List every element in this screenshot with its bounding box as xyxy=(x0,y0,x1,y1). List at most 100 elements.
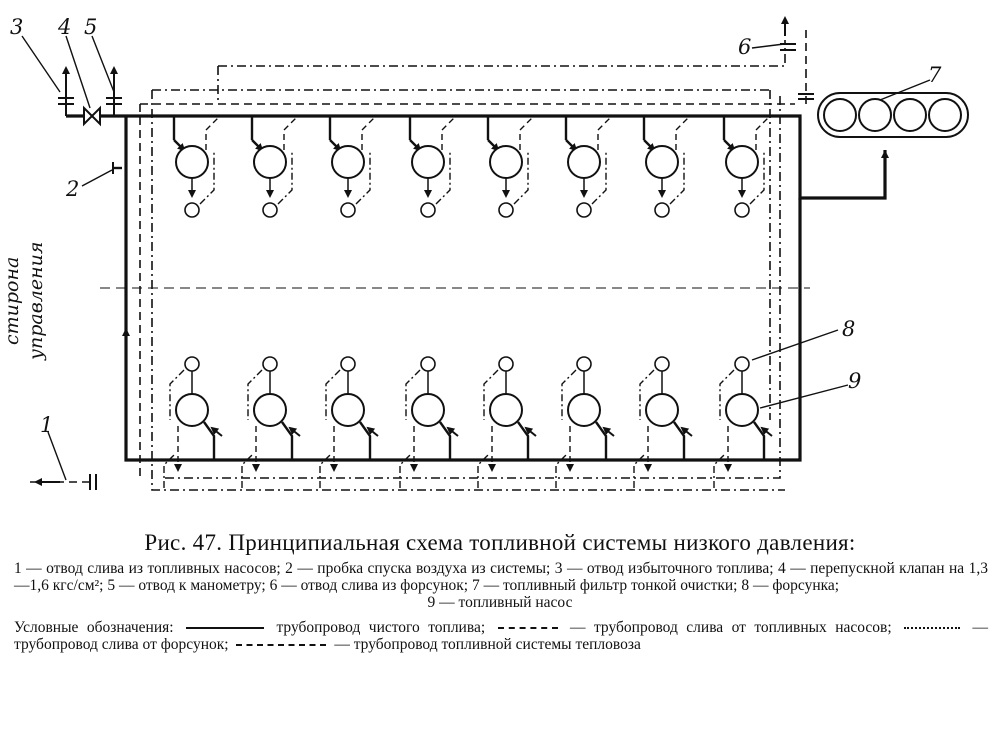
injector-drain xyxy=(749,150,765,205)
legend-dashed-swatch xyxy=(497,627,558,630)
pump-drain xyxy=(597,117,611,150)
pump-drain xyxy=(441,117,455,150)
injector-drain xyxy=(277,150,293,205)
legend-line: Условные обозначения: трубопровод чистог… xyxy=(14,619,988,653)
injector xyxy=(498,202,514,218)
pump-feed-line xyxy=(203,421,216,460)
fuel-pump xyxy=(331,145,365,179)
label-6: 6 xyxy=(738,35,751,59)
injector-drain xyxy=(713,454,725,488)
pump-feed-line xyxy=(281,421,294,460)
pump-feed-line xyxy=(760,426,773,437)
pump-drain-line xyxy=(30,30,807,483)
fuel-pump xyxy=(567,393,601,427)
pump-drain xyxy=(519,117,533,150)
injector xyxy=(576,356,592,372)
injector xyxy=(654,202,670,218)
legend-injector-drain: — трубопровод слива от форсунок; xyxy=(14,619,989,653)
fuel-pump xyxy=(567,145,601,179)
injector-drain xyxy=(169,369,185,420)
label-1: 1 xyxy=(40,413,53,437)
legend-pump-drain: — трубопровод слива от топливных насосов… xyxy=(570,619,892,636)
injector-drain xyxy=(719,369,735,420)
injector xyxy=(420,356,436,372)
fuel-pump xyxy=(411,393,445,427)
side-label-line2: управления xyxy=(25,242,47,361)
injector xyxy=(654,356,670,372)
fuel-pump xyxy=(253,145,287,179)
fuel-pump xyxy=(411,145,445,179)
injector-drain xyxy=(435,150,451,205)
injector-drain xyxy=(477,454,489,488)
figure-caption: Рис. 47. Принципиальная схема топливной … xyxy=(0,530,1000,653)
injector-drain xyxy=(669,150,685,205)
fuel-pump xyxy=(175,393,209,427)
fuel-pump xyxy=(489,393,523,427)
injector-drain xyxy=(405,369,421,420)
legend-prefix: Условные обозначения: xyxy=(14,619,174,636)
injector-drain xyxy=(325,369,341,420)
pump-feed-line xyxy=(595,421,608,460)
leader-lines xyxy=(21,35,931,481)
injector-drain xyxy=(639,369,655,420)
pump-feed-line xyxy=(680,426,693,437)
pump-drain xyxy=(283,117,297,150)
injector xyxy=(262,202,278,218)
pump-drain xyxy=(361,117,375,150)
label-4: 4 xyxy=(57,15,71,39)
fuel-pump xyxy=(489,145,523,179)
injector-drain xyxy=(591,150,607,205)
injector xyxy=(340,356,356,372)
pump-units xyxy=(163,116,773,488)
pump-feed-line xyxy=(524,426,537,437)
label-5: 5 xyxy=(84,15,97,39)
fuel-pump xyxy=(331,393,365,427)
fuel-pump xyxy=(253,393,287,427)
injector-drain xyxy=(199,150,215,205)
legend-loco-system: — трубопровод топливной системы тепловоз… xyxy=(334,636,641,653)
injector xyxy=(262,356,278,372)
fuel-system-diagram: 3 4 5 2 6 7 8 9 1 стирона управления xyxy=(1,15,969,491)
legend-clean-fuel: трубопровод чистого топлива; xyxy=(276,619,486,636)
injector-drain-line xyxy=(151,40,786,491)
fuel-pump xyxy=(725,145,759,179)
fuel-pump xyxy=(725,393,759,427)
injector xyxy=(340,202,356,218)
injector xyxy=(734,356,750,372)
pump-drain xyxy=(755,117,769,150)
injector-drain xyxy=(355,150,371,205)
pump-feed-line xyxy=(446,426,459,437)
pump-feed-line xyxy=(366,426,379,437)
injector-drain xyxy=(561,369,577,420)
pump-drain xyxy=(205,117,219,150)
injector-drain xyxy=(483,369,499,420)
injector-drain xyxy=(513,150,529,205)
injector-drain xyxy=(633,454,645,488)
injector-drain xyxy=(247,369,263,420)
pump-feed-line xyxy=(359,421,372,460)
side-label-line1: стирона xyxy=(1,257,23,345)
injector xyxy=(184,202,200,218)
caption-items: 1 — отвод слива из топливных насосов; 2 … xyxy=(14,560,988,594)
label-2: 2 xyxy=(65,177,79,201)
pump-feed-line xyxy=(673,421,686,460)
injector xyxy=(576,202,592,218)
label-8: 8 xyxy=(842,317,855,341)
injector xyxy=(734,202,750,218)
injector xyxy=(184,356,200,372)
injector-drain xyxy=(241,454,253,488)
injector-drain xyxy=(555,454,567,488)
pump-feed-line xyxy=(210,426,223,437)
pump-feed-line xyxy=(602,426,615,437)
fuel-pump xyxy=(645,145,679,179)
pump-feed-line xyxy=(517,421,530,460)
label-3: 3 xyxy=(10,15,23,39)
pump-feed-line xyxy=(288,426,301,437)
pump-feed-line xyxy=(439,421,452,460)
injector-drain xyxy=(163,454,175,488)
pump-drain xyxy=(675,117,689,150)
injector xyxy=(498,356,514,372)
fuel-pump xyxy=(645,393,679,427)
pump-feed-line xyxy=(753,421,766,460)
injector-drain xyxy=(399,454,411,488)
